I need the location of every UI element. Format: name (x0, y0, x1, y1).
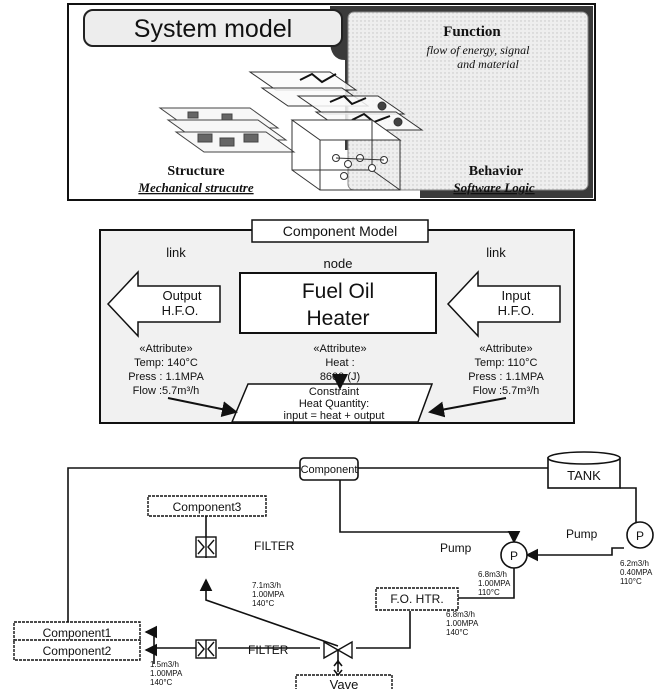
svg-text:Heat :: Heat : (325, 357, 354, 369)
component1-box: Component1 (13, 621, 141, 643)
svg-text:1.5m3/h: 1.5m3/h (150, 660, 179, 669)
svg-text:F.O. HTR.: F.O. HTR. (390, 592, 443, 606)
link-right-label: link (486, 245, 506, 260)
svg-text:Component: Component (301, 464, 358, 476)
left-attribute: «Attribute» Temp: 140°C Press : 1.1MPA F… (128, 343, 204, 397)
pump-right-icon: P (626, 521, 654, 549)
svg-text:140°C: 140°C (446, 628, 469, 637)
structure-layers-graphic (158, 107, 296, 153)
svg-text:1.00MPA: 1.00MPA (478, 579, 511, 588)
annotation-filter-top: 7.1m3/h 1.00MPA 140°C (252, 581, 285, 608)
svg-text:Press : 1.1MPA: Press : 1.1MPA (128, 371, 204, 383)
annotation-htr: 6.8m3/h 1.00MPA 140°C (446, 610, 479, 637)
component-model-title: Component Model (283, 223, 397, 239)
component-model-panel: Component Model link link node Fuel Oil … (99, 219, 575, 424)
function-subtitle-1: flow of energy, signal (427, 43, 531, 57)
svg-text:«Attribute»: «Attribute» (139, 343, 192, 355)
svg-text:140°C: 140°C (150, 678, 173, 687)
pump-left-icon: P (500, 541, 528, 569)
component3-box: Component3 (147, 495, 267, 517)
fuel-oil-heater-node (239, 272, 437, 334)
input-arrow (446, 270, 561, 338)
structure-subtitle: Mechanical strucutre (137, 180, 253, 195)
svg-text:6.8m3/h: 6.8m3/h (446, 610, 475, 619)
constraint-line1: Constraint (309, 386, 359, 398)
svg-text:8600 (J): 8600 (J) (320, 371, 360, 383)
svg-text:Flow :5.7m³/h: Flow :5.7m³/h (473, 385, 540, 397)
filter-bottom-label: FILTER (248, 643, 289, 657)
constraint-line3: input = heat + output (284, 410, 385, 422)
node-title-line2: Heater (306, 307, 369, 330)
svg-text:1.00MPA: 1.00MPA (150, 669, 183, 678)
svg-text:1.00MPA: 1.00MPA (252, 590, 285, 599)
output-line2: H.F.O. (162, 303, 199, 318)
annotation-pump-right: 6.2m3/h 0.40MPA 110°C (620, 559, 653, 586)
svg-text:6.8m3/h: 6.8m3/h (478, 570, 507, 579)
function-label: Function (443, 24, 501, 40)
svg-text:Press : 1.1MPA: Press : 1.1MPA (468, 371, 544, 383)
svg-text:TANK: TANK (567, 468, 601, 483)
system-model-title-box (83, 9, 343, 47)
node-label: node (324, 256, 353, 271)
svg-text:0.40MPA: 0.40MPA (620, 568, 653, 577)
node-title-line1: Fuel Oil (302, 280, 374, 303)
filter-bottom-icon (195, 639, 217, 659)
svg-text:P: P (510, 549, 518, 563)
system-model-panel: System model Function flow of energy, si… (67, 3, 596, 201)
svg-text:«Attribute»: «Attribute» (313, 343, 366, 355)
input-line1: Input (502, 288, 531, 303)
system-model-title: System model (134, 15, 292, 43)
right-attribute: «Attribute» Temp: 110°C Press : 1.1MPA F… (468, 343, 544, 397)
middle-attribute: «Attribute» Heat : 8600 (J) (313, 343, 366, 383)
svg-text:Component3: Component3 (173, 500, 242, 514)
output-line1: Output (162, 288, 201, 303)
svg-text:Vave: Vave (330, 677, 359, 689)
input-line2: H.F.O. (498, 303, 535, 318)
svg-text:Component2: Component2 (43, 644, 112, 658)
svg-text:Temp: 110°C: Temp: 110°C (475, 357, 538, 369)
svg-text:6.2m3/h: 6.2m3/h (620, 559, 649, 568)
constraint-arrows (167, 374, 507, 418)
fo-htr-box: F.O. HTR. (375, 587, 459, 611)
filter-top-label: FILTER (254, 539, 295, 553)
behavior-subtitle: Software Logic (453, 180, 534, 195)
svg-text:Component1: Component1 (43, 626, 112, 640)
vave-box: Vave (295, 674, 393, 689)
annotation-pump-mid: 6.8m3/h 1.00MPA 110°C (478, 570, 511, 597)
tank: TANK (547, 451, 621, 489)
svg-text:140°C: 140°C (252, 599, 275, 608)
svg-text:«Attribute»: «Attribute» (479, 343, 532, 355)
structure-label: Structure (167, 164, 224, 179)
component-model-title-box (251, 219, 429, 243)
svg-text:Flow :5.7m³/h: Flow :5.7m³/h (133, 385, 200, 397)
pump-right-label: Pump (566, 527, 598, 541)
svg-text:1.00MPA: 1.00MPA (446, 619, 479, 628)
function-subtitle-2: and material (457, 57, 519, 71)
output-arrow (106, 270, 221, 338)
behavior-box-graphic (290, 119, 402, 191)
pump-left-label: Pump (440, 541, 472, 555)
component2-box: Component2 (13, 639, 141, 661)
link-left-label: link (166, 245, 186, 260)
behavior-label: Behavior (469, 164, 523, 179)
svg-text:Temp: 140°C: Temp: 140°C (134, 357, 198, 369)
svg-text:7.1m3/h: 7.1m3/h (252, 581, 281, 590)
svg-text:P: P (636, 529, 644, 543)
annotation-filter-bottom: 1.5m3/h 1.00MPA 140°C (150, 660, 183, 687)
constraint-line2: Heat Quantity: (299, 398, 369, 410)
filter-top-icon (195, 536, 217, 558)
component-box: Component (299, 457, 359, 481)
svg-text:110°C: 110°C (478, 588, 500, 597)
svg-text:110°C: 110°C (620, 577, 642, 586)
